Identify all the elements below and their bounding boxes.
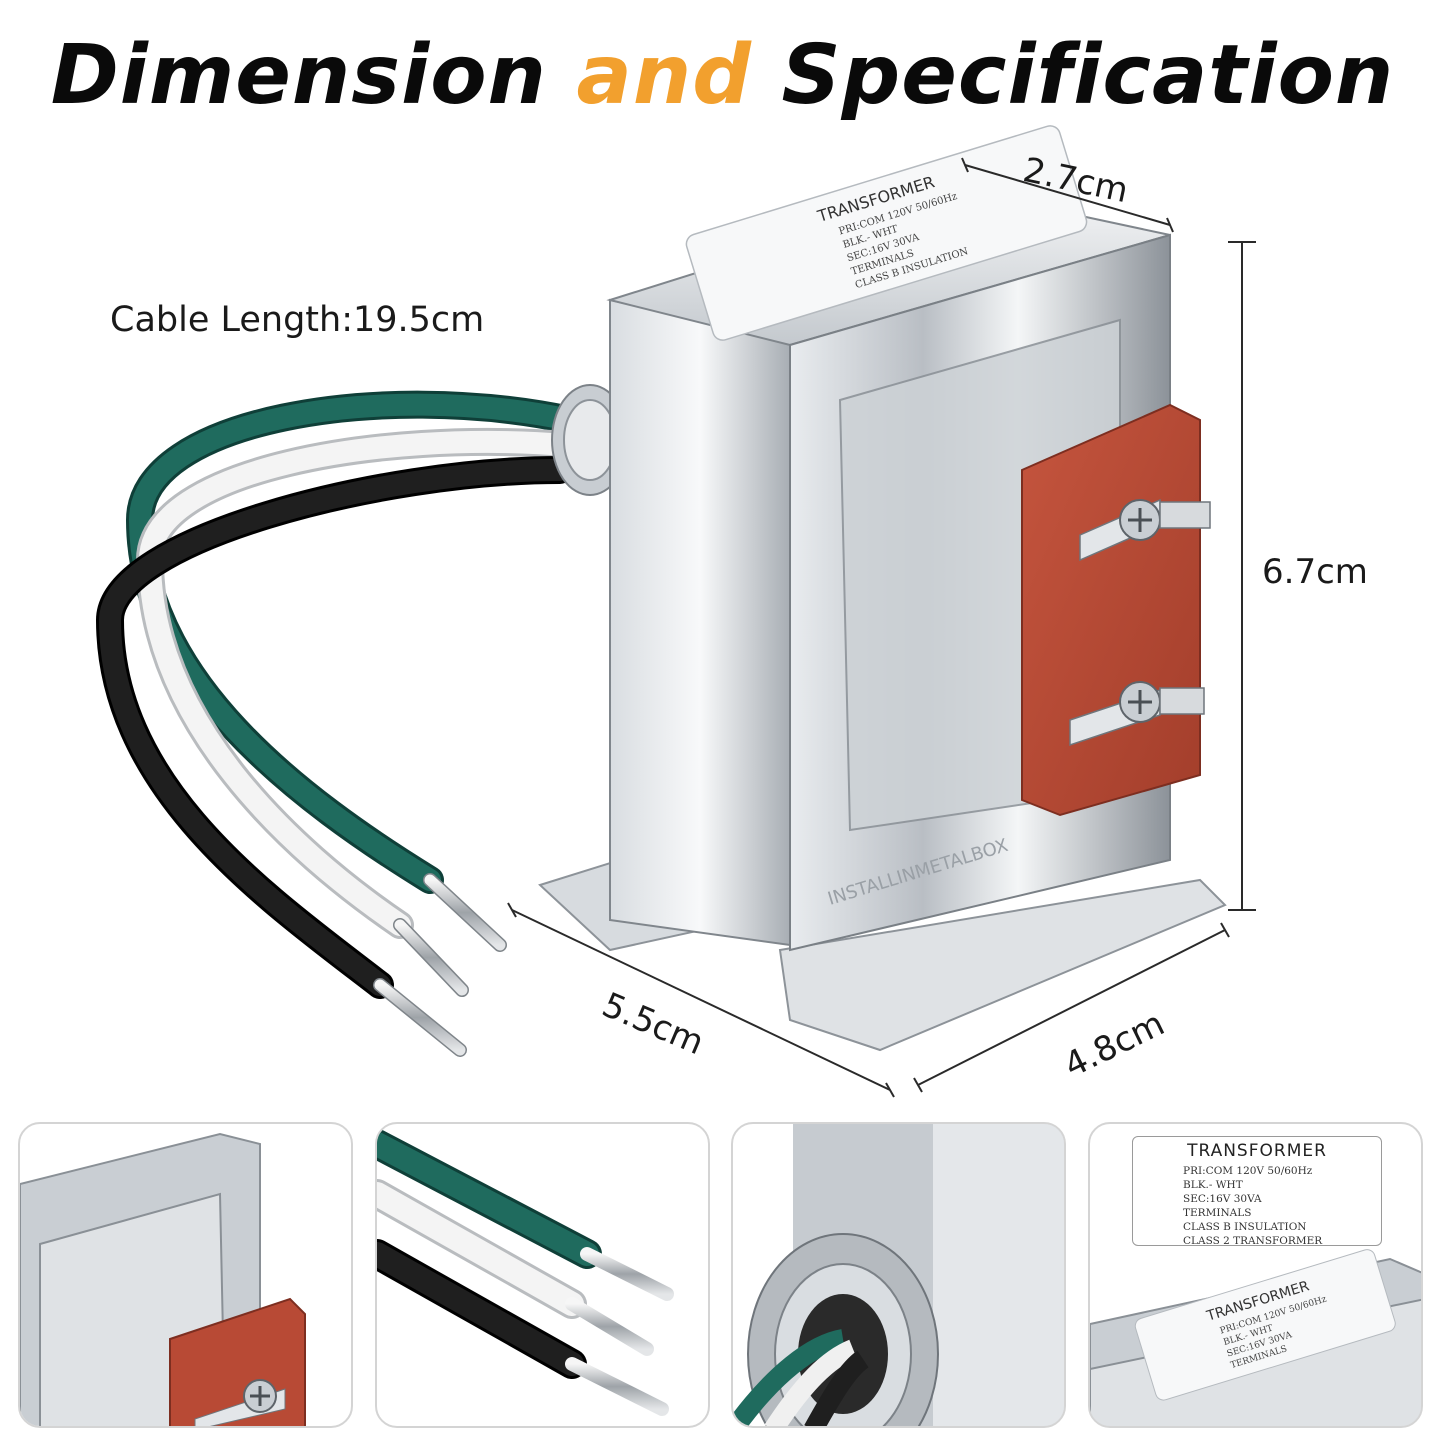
label-closeup-line: SEC:16V 30VA (1226, 1330, 1294, 1359)
wire-pins (373, 873, 507, 1057)
transformer-illustration: TRANSFORMER PRI:COM 120V 50/60Hz BLK.- W… (95, 125, 1256, 1098)
title-part-specification: Specification (781, 28, 1395, 123)
detail-panel-terminals (18, 1122, 353, 1428)
spec-label-line: CLASS B INSULATION (1183, 1221, 1307, 1233)
spec-label-line: SEC:16V 30VA (1183, 1193, 1262, 1205)
spec-label-title: TRANSFORMER (1187, 1141, 1327, 1161)
spec-label-card: TRANSFORMER PRI:COM 120V 50/60Hz BLK.- W… (1132, 1136, 1382, 1247)
spec-label-line: CLASS 2 TRANSFORMER (1183, 1235, 1323, 1247)
base-plate-right (778, 878, 1227, 1052)
detail-panel-wires (375, 1122, 710, 1428)
spec-label-line: BLK.- WHT (1183, 1179, 1243, 1191)
spec-label-line: TERMINALS (1183, 1207, 1252, 1219)
cable-length-label: Cable Length:19.5cm (110, 300, 485, 340)
label-closeup-line: BLK.- WHT (1222, 1324, 1274, 1349)
label-closeup-line: PRI:COM 120V 50/60Hz (1219, 1295, 1328, 1337)
label-closeup-title: TRANSFORMER (1204, 1278, 1311, 1325)
dimension-lines (507, 157, 1256, 1098)
terminal-screw-bottom (1069, 681, 1205, 747)
wire-ends-closeup-image (377, 1129, 674, 1416)
detail-panel-label: TRANSFORMER PRI:COM 120V 50/60Hz BLK.- W… (1088, 1122, 1423, 1428)
terminal-board (1021, 403, 1211, 817)
terminal-screw-top (1079, 498, 1211, 562)
conduit-connector-closeup-image (733, 1124, 1064, 1426)
detail-panel-connector (731, 1122, 1066, 1428)
title-part-dimension: Dimension (50, 28, 547, 123)
height-dimension-label: 6.7cm (1262, 552, 1368, 592)
wire-bundle (95, 390, 584, 999)
spec-label-line: PRI:COM 120V 50/60Hz (1183, 1165, 1313, 1177)
title-part-and: and (576, 28, 752, 123)
label-closeup-line: TERMINALS (1229, 1344, 1288, 1371)
terminal-closeup-image (20, 1132, 306, 1426)
housing-side (609, 298, 791, 947)
page-title: Dimension and Specification (0, 28, 1445, 123)
